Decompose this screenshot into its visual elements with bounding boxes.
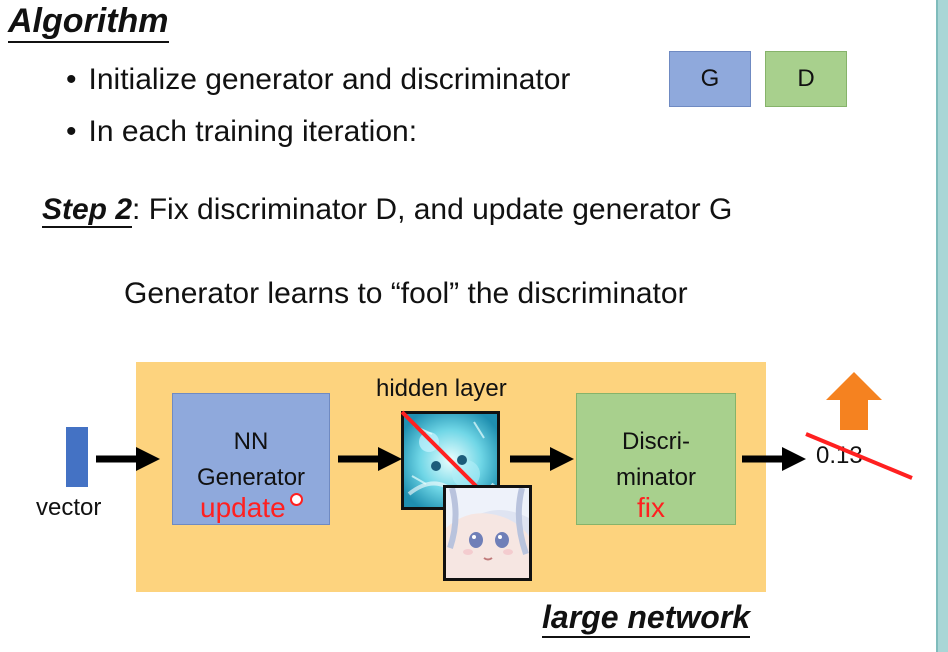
anime-face-image-icon bbox=[446, 488, 529, 578]
generator-line1: NN bbox=[233, 428, 269, 455]
generator-box: NN Generator bbox=[172, 393, 330, 525]
discriminator-fix-note: fix bbox=[637, 492, 665, 523]
arrow-icon bbox=[742, 447, 806, 471]
arrow-icon bbox=[96, 447, 160, 471]
discriminator-line2: minator bbox=[615, 464, 697, 491]
generator-update-note: update bbox=[200, 492, 286, 523]
legend-discriminator-box: D bbox=[765, 51, 847, 107]
cursor-dot-icon bbox=[290, 493, 303, 506]
large-network-label: large network bbox=[542, 598, 751, 638]
legend-discriminator-label: D bbox=[797, 65, 815, 92]
slide-edge-bar bbox=[936, 0, 948, 652]
generator-line2: Generator bbox=[196, 464, 306, 491]
discriminator-line1: Discri- bbox=[622, 428, 690, 455]
discriminator-box: Discri- minator bbox=[576, 393, 736, 525]
legend-generator-box: G bbox=[669, 51, 751, 107]
subtitle: Generator learns to “fool” the discrimin… bbox=[124, 277, 688, 310]
input-vector-label: vector bbox=[36, 494, 102, 521]
step-label: Step 2 bbox=[42, 193, 133, 228]
strike-line-icon bbox=[805, 432, 913, 480]
up-arrow-icon bbox=[826, 372, 882, 430]
step-heading: Step 2: Fix discriminator D, and update … bbox=[42, 192, 732, 228]
legend-generator-label: G bbox=[700, 65, 720, 92]
step-text: : Fix discriminator D, and update genera… bbox=[132, 193, 733, 226]
arrow-icon bbox=[338, 447, 402, 471]
generated-image-after bbox=[443, 485, 532, 581]
bullet-iteration: In each training iteration: bbox=[66, 114, 418, 150]
input-vector-bar bbox=[66, 427, 88, 487]
bullet-initialize: Initialize generator and discriminator bbox=[66, 62, 571, 98]
arrow-icon bbox=[510, 447, 574, 471]
hidden-layer-label: hidden layer bbox=[376, 375, 507, 402]
slide-title: Algorithm bbox=[8, 2, 169, 43]
